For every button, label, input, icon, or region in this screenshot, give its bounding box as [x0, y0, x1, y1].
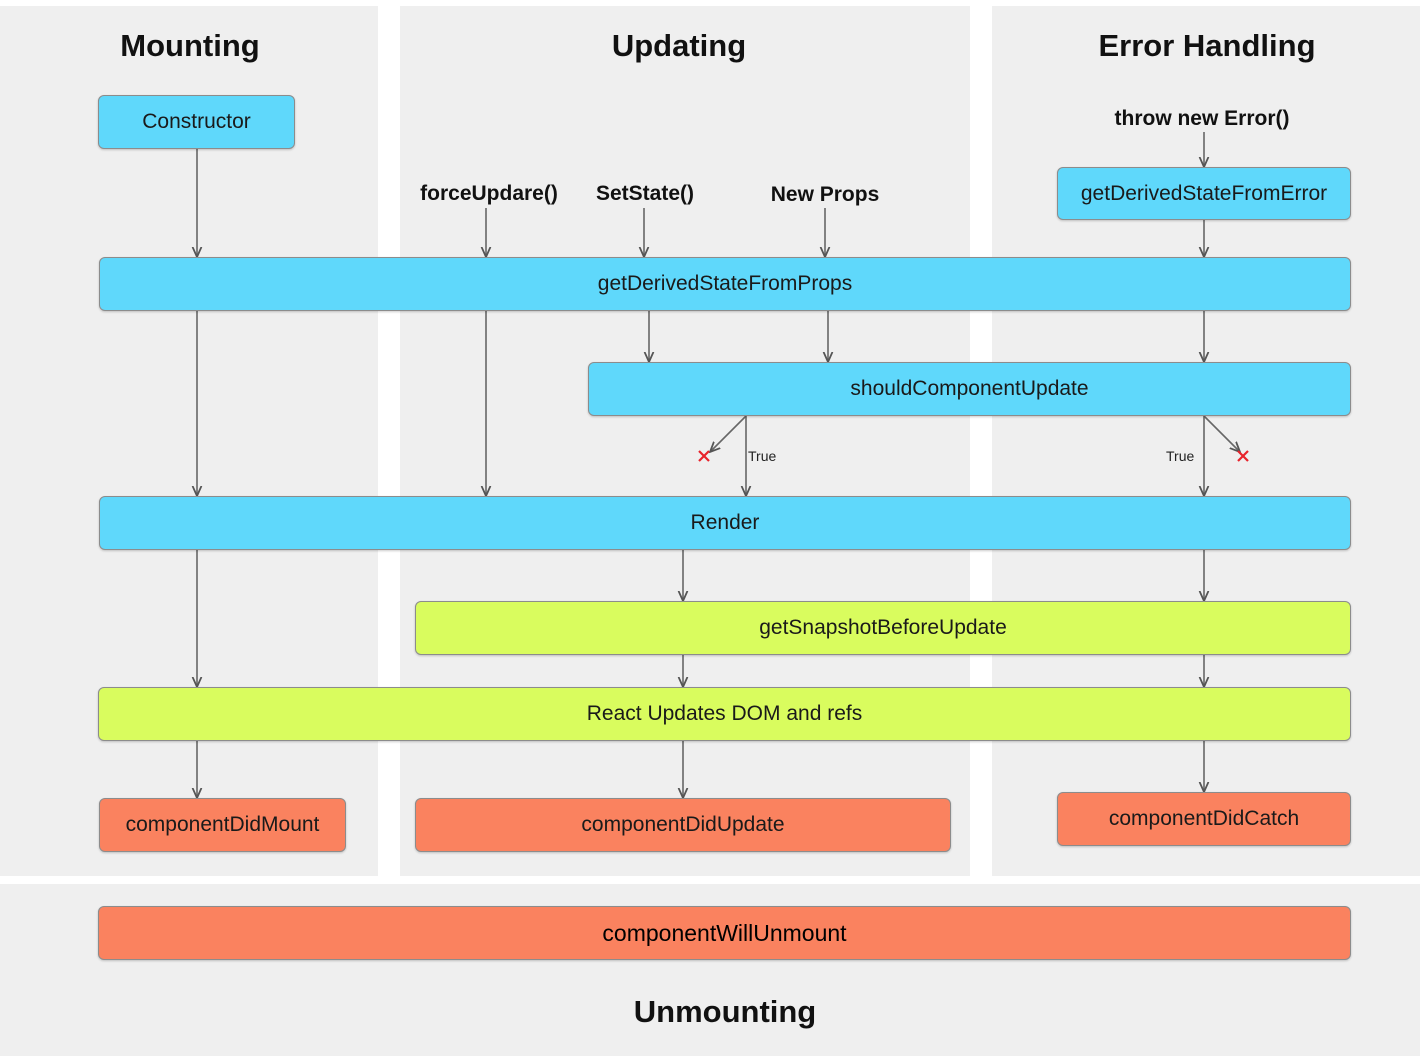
- arrow-scu-false-right: [1203, 415, 1240, 452]
- throw-error-trigger: throw new Error(): [1114, 107, 1290, 130]
- force-update-trigger: forceUpdare(): [420, 182, 558, 205]
- should-component-update-node: shouldComponentUpdate: [588, 362, 1351, 416]
- component-did-update-node: componentDidUpdate: [415, 798, 951, 852]
- component-did-mount-node: componentDidMount: [99, 798, 346, 852]
- component-did-catch-node: componentDidCatch: [1057, 792, 1351, 846]
- get-derived-state-from-error-node: getDerivedStateFromError: [1057, 167, 1351, 220]
- reject-cross-left-icon: [698, 450, 710, 462]
- component-will-unmount-node: componentWillUnmount: [98, 906, 1351, 960]
- reject-cross-right-icon: [1237, 450, 1249, 462]
- true-label-right: True: [1166, 448, 1195, 464]
- true-label-left: True: [748, 448, 777, 464]
- constructor-node: Constructor: [98, 95, 295, 149]
- get-derived-state-from-props-node: getDerivedStateFromProps: [99, 257, 1351, 311]
- set-state-trigger: SetState(): [595, 182, 695, 205]
- arrow-scu-false-left: [710, 415, 747, 452]
- unmounting-heading: Unmounting: [633, 994, 817, 1029]
- error-handling-heading: Error Handling: [1098, 28, 1316, 63]
- get-snapshot-before-update-node: getSnapshotBeforeUpdate: [415, 601, 1351, 655]
- new-props-trigger: New Props: [770, 183, 880, 206]
- render-node: Render: [99, 496, 1351, 550]
- updating-heading: Updating: [611, 28, 747, 63]
- react-updates-dom-node: React Updates DOM and refs: [98, 687, 1351, 741]
- mounting-heading: Mounting: [120, 28, 260, 63]
